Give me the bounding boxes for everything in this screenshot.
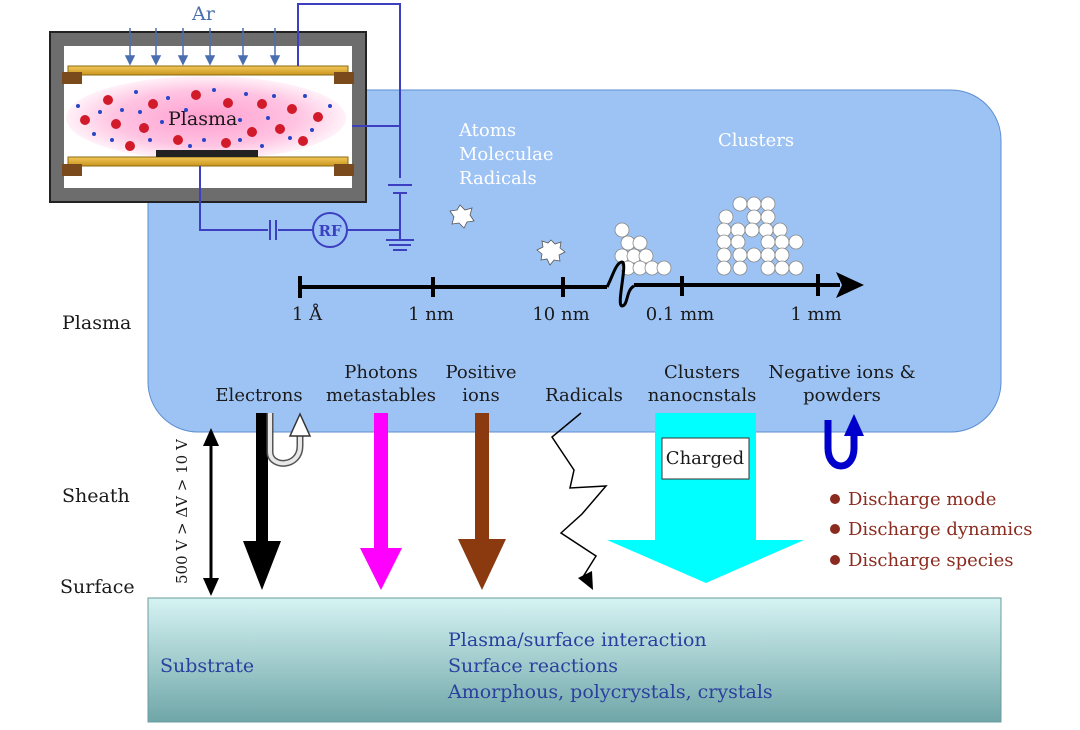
flux-label-negative-ions: Negative ions & xyxy=(768,362,915,383)
flux-label-nanocnstals: nanocnstals xyxy=(648,385,757,406)
clusters-label: Clusters xyxy=(718,130,794,151)
bullet-discharge-species: Discharge species xyxy=(848,550,1013,571)
radicals-diffusion-path xyxy=(551,412,608,590)
species-radicals: Radicals xyxy=(459,168,537,189)
rf-source-label: RF xyxy=(318,222,341,240)
flux-label-ions: ions xyxy=(462,385,499,406)
species-moleculae: Moleculae xyxy=(459,144,554,165)
flux-label-radicals: Radicals xyxy=(545,385,623,406)
electrons-flux-arrow xyxy=(243,413,281,590)
voltage-range-label: 500 V > ΔV > 10 V xyxy=(173,438,191,584)
bullet-discharge-dynamics: Discharge dynamics xyxy=(848,519,1033,540)
radical-particle xyxy=(536,239,566,266)
large-cluster xyxy=(716,196,804,276)
flux-label-metastables: metastables xyxy=(326,385,436,406)
small-cluster xyxy=(614,222,672,276)
scale-tick-10nm: 10 nm xyxy=(532,304,589,325)
substrate-box xyxy=(147,597,1002,723)
electron-reflection-arrow xyxy=(266,412,312,467)
flux-label-electrons: Electrons xyxy=(215,385,302,406)
size-scale-axis xyxy=(298,260,864,308)
flux-label-powders: powders xyxy=(803,385,881,406)
photons-flux-arrow xyxy=(360,413,402,590)
charged-label: Charged xyxy=(666,448,744,469)
scale-tick-1nm: 1 nm xyxy=(408,304,454,325)
species-atoms: Atoms xyxy=(458,120,516,141)
sheath-side-label: Sheath xyxy=(62,485,130,507)
scale-tick-1a: 1 Å xyxy=(292,303,323,325)
negative-ions-trapped-arrow xyxy=(824,414,864,470)
positive-ions-flux-arrow xyxy=(458,413,506,590)
surface-side-label: Surface xyxy=(60,576,135,598)
atom-particle xyxy=(449,204,475,229)
substrate-label: Substrate xyxy=(160,655,254,677)
gas-label: Ar xyxy=(191,3,216,25)
scale-tick-1mm: 1 mm xyxy=(790,304,841,325)
clusters-flux-arrow xyxy=(607,413,804,583)
reactor-plasma-label: Plasma xyxy=(168,108,237,130)
bullet-discharge-mode: Discharge mode xyxy=(848,489,996,510)
discharge-bullets xyxy=(830,494,840,565)
sheath-voltage-arrow xyxy=(203,428,219,596)
substrate-line-1: Plasma/surface interaction xyxy=(448,629,707,651)
flux-label-positive: Positive xyxy=(445,362,516,383)
scale-tick-0-1mm: 0.1 mm xyxy=(646,304,714,325)
reactor-schematic xyxy=(49,3,414,251)
plasma-side-label: Plasma xyxy=(62,312,131,334)
substrate-line-2: Surface reactions xyxy=(448,655,618,677)
flux-label-photons: Photons xyxy=(344,362,417,383)
flux-label-clusters: Clusters xyxy=(664,362,740,383)
substrate-line-3: Amorphous, polycrystals, crystals xyxy=(447,681,773,703)
